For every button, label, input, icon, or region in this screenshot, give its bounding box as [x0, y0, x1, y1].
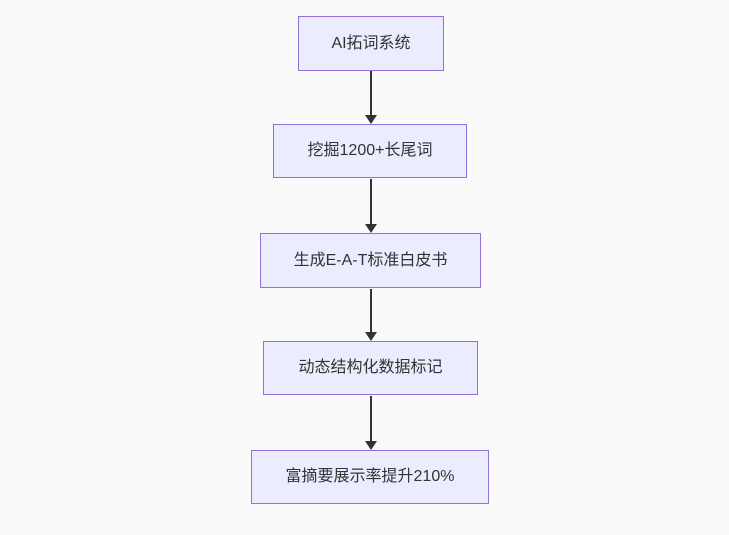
edge-line-2: [370, 179, 372, 224]
flow-node-structured-data-markup: 动态结构化数据标记: [263, 341, 478, 395]
edge-line-4: [370, 396, 372, 441]
edge-line-1: [370, 71, 372, 115]
flow-node-label: 动态结构化数据标记: [298, 359, 443, 376]
flow-node-label: 富摘要展示率提升210%: [285, 468, 455, 485]
flow-node-rich-snippet-rate: 富摘要展示率提升210%: [251, 450, 489, 504]
arrowhead-down-icon: [365, 115, 377, 124]
arrowhead-down-icon: [365, 441, 377, 450]
flow-node-label: 生成E-A-T标准白皮书: [293, 251, 448, 269]
edge-line-3: [370, 289, 372, 332]
flow-node-eat-whitepaper: 生成E-A-T标准白皮书: [260, 233, 481, 288]
arrowhead-down-icon: [365, 224, 377, 233]
flow-node-label: AI拓词系统: [331, 34, 411, 52]
flow-node-label: 挖掘1200+长尾词: [307, 142, 433, 159]
arrowhead-down-icon: [365, 332, 377, 341]
flow-node-ai-word-expansion: AI拓词系统: [298, 16, 444, 71]
flow-node-longtail-keywords: 挖掘1200+长尾词: [273, 124, 467, 178]
